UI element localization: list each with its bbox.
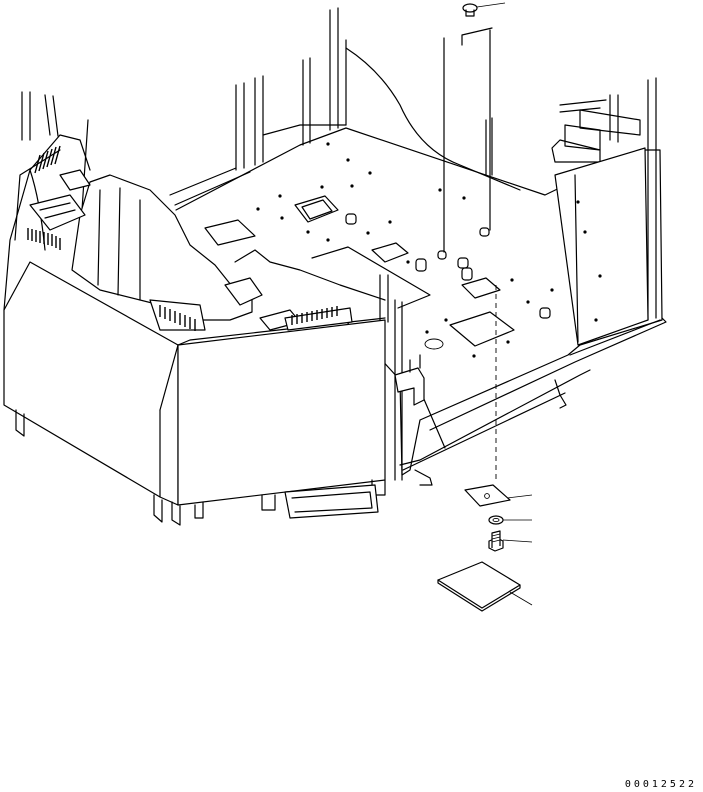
front-post [380,275,424,480]
cover-plate-part [465,485,532,506]
cab-frame [22,8,656,320]
vent-slats [28,146,337,331]
floor-plate [176,128,666,485]
floor-holes [256,142,602,358]
washer-part [489,516,532,524]
console-housing [4,135,385,525]
exploded-parts [438,3,532,611]
knob-part [463,3,505,16]
bolt-part [489,531,532,551]
floor-mat-part [438,562,532,611]
drawing-number: 00012522 [624,779,697,790]
floor-bosses [346,214,550,318]
